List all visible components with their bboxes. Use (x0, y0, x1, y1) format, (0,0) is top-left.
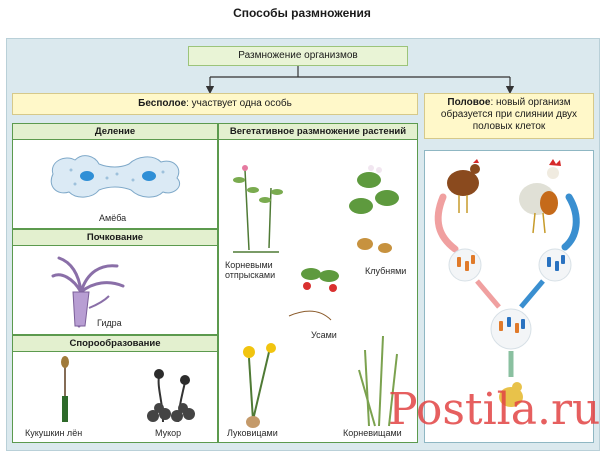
tubers-label: Клубнями (365, 266, 407, 276)
bulbs-label: Луковицами (227, 428, 278, 438)
hydra-label: Гидра (97, 318, 122, 328)
vegetative-panel: Вегетативное размножение растений (218, 123, 418, 443)
amoeba-label: Амёба (99, 213, 127, 223)
amoeba-illustration (50, 155, 181, 198)
vegetative-header: Вегетативное размножение растений (219, 124, 417, 140)
vegetative-illustration (233, 165, 399, 428)
page-title: Способы размножения (233, 6, 371, 20)
sexual-panel (424, 150, 594, 443)
rhizomes-label: Корневищами (343, 428, 402, 438)
root-suckers-label: Корневыми отпрысками (225, 260, 276, 280)
asexual-term: Бесполое (138, 98, 187, 109)
asexual-desc: : участвует одна особь (186, 98, 292, 109)
hydra-illustration (51, 256, 125, 328)
mucor-label: Мукор (155, 428, 182, 438)
spores-illustration (61, 356, 195, 423)
budding-panel: Почкование Гидра (12, 229, 218, 335)
root-node: Размножение организмов (188, 46, 408, 66)
division-header: Деление (13, 124, 217, 140)
sexual-term: Половое (447, 97, 491, 108)
asexual-banner: Бесполое: участвует одна особь (12, 93, 418, 115)
runners-label: Усами (311, 330, 337, 340)
sexual-illustration (434, 159, 580, 407)
spores-panel: Спорообразование Кукушкин лён Мукор (12, 335, 218, 443)
budding-header: Почкование (13, 230, 217, 246)
watermark: Postila.ru (388, 384, 601, 435)
moss-label: Кукушкин лён (25, 428, 83, 438)
sexual-banner: Половое: новый организм образуется при с… (424, 93, 594, 139)
spores-header: Спорообразование (13, 336, 217, 352)
division-panel: Деление Амёба (12, 123, 218, 229)
sexual-desc: : новый организм образуется при слиянии … (440, 97, 578, 132)
